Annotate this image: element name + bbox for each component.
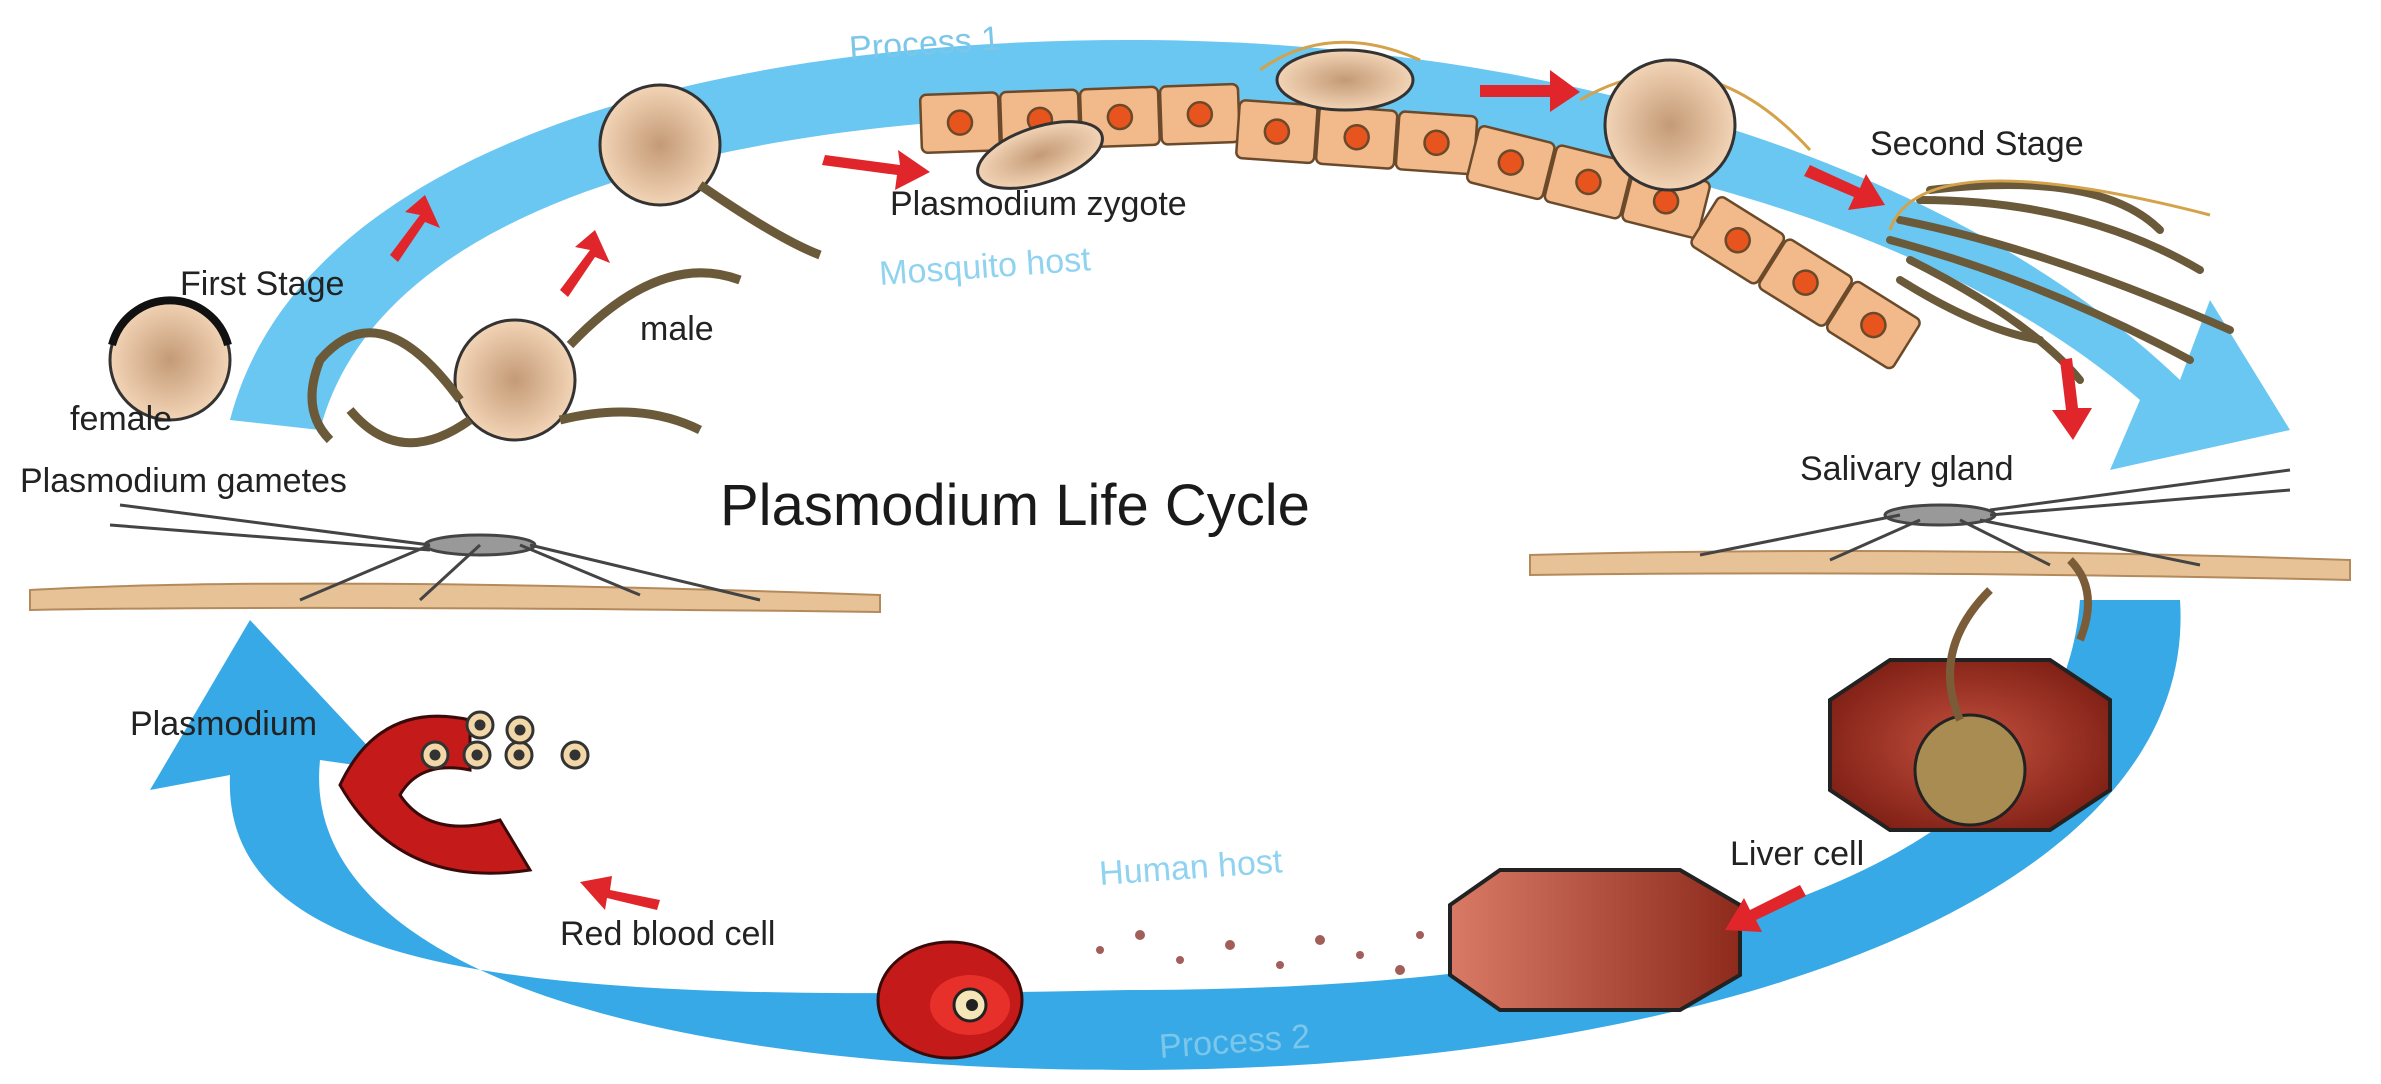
- female-label: female: [70, 400, 172, 438]
- plasmodium-label: Plasmodium: [130, 705, 317, 743]
- red-blood-cell-icon: [878, 942, 1022, 1058]
- liver-cell-icon: [1830, 560, 2110, 830]
- red-arrow-icon: [580, 876, 660, 910]
- diagram-title: Plasmodium Life Cycle: [720, 473, 1310, 538]
- liver-cell-label: Liver cell: [1730, 835, 1864, 873]
- zygote-label: Plasmodium zygote: [890, 185, 1187, 223]
- salivary-gland-label: Salivary gland: [1800, 450, 2014, 488]
- second-stage-label: Second Stage: [1870, 125, 2084, 163]
- oocyst-cell-icon: [1277, 50, 1413, 110]
- oocyst-cell-icon: [1605, 60, 1735, 190]
- skin-strip-right: [1530, 551, 2350, 580]
- mosquito-host-label: Mosquito host: [878, 240, 1092, 293]
- red-blood-cell-icon: [340, 716, 530, 873]
- red-arrow-icon: [2052, 358, 2092, 440]
- red-arrow-icon: [822, 150, 930, 190]
- red-blood-cell-label: Red blood cell: [560, 915, 775, 953]
- first-stage-label: First Stage: [180, 265, 344, 303]
- sporozoites-icon: [1890, 185, 2230, 380]
- male-label: male: [640, 310, 714, 348]
- gametes-label: Plasmodium gametes: [20, 462, 347, 500]
- red-arrow-icon: [560, 230, 610, 297]
- human-host-label: Human host: [1098, 842, 1284, 893]
